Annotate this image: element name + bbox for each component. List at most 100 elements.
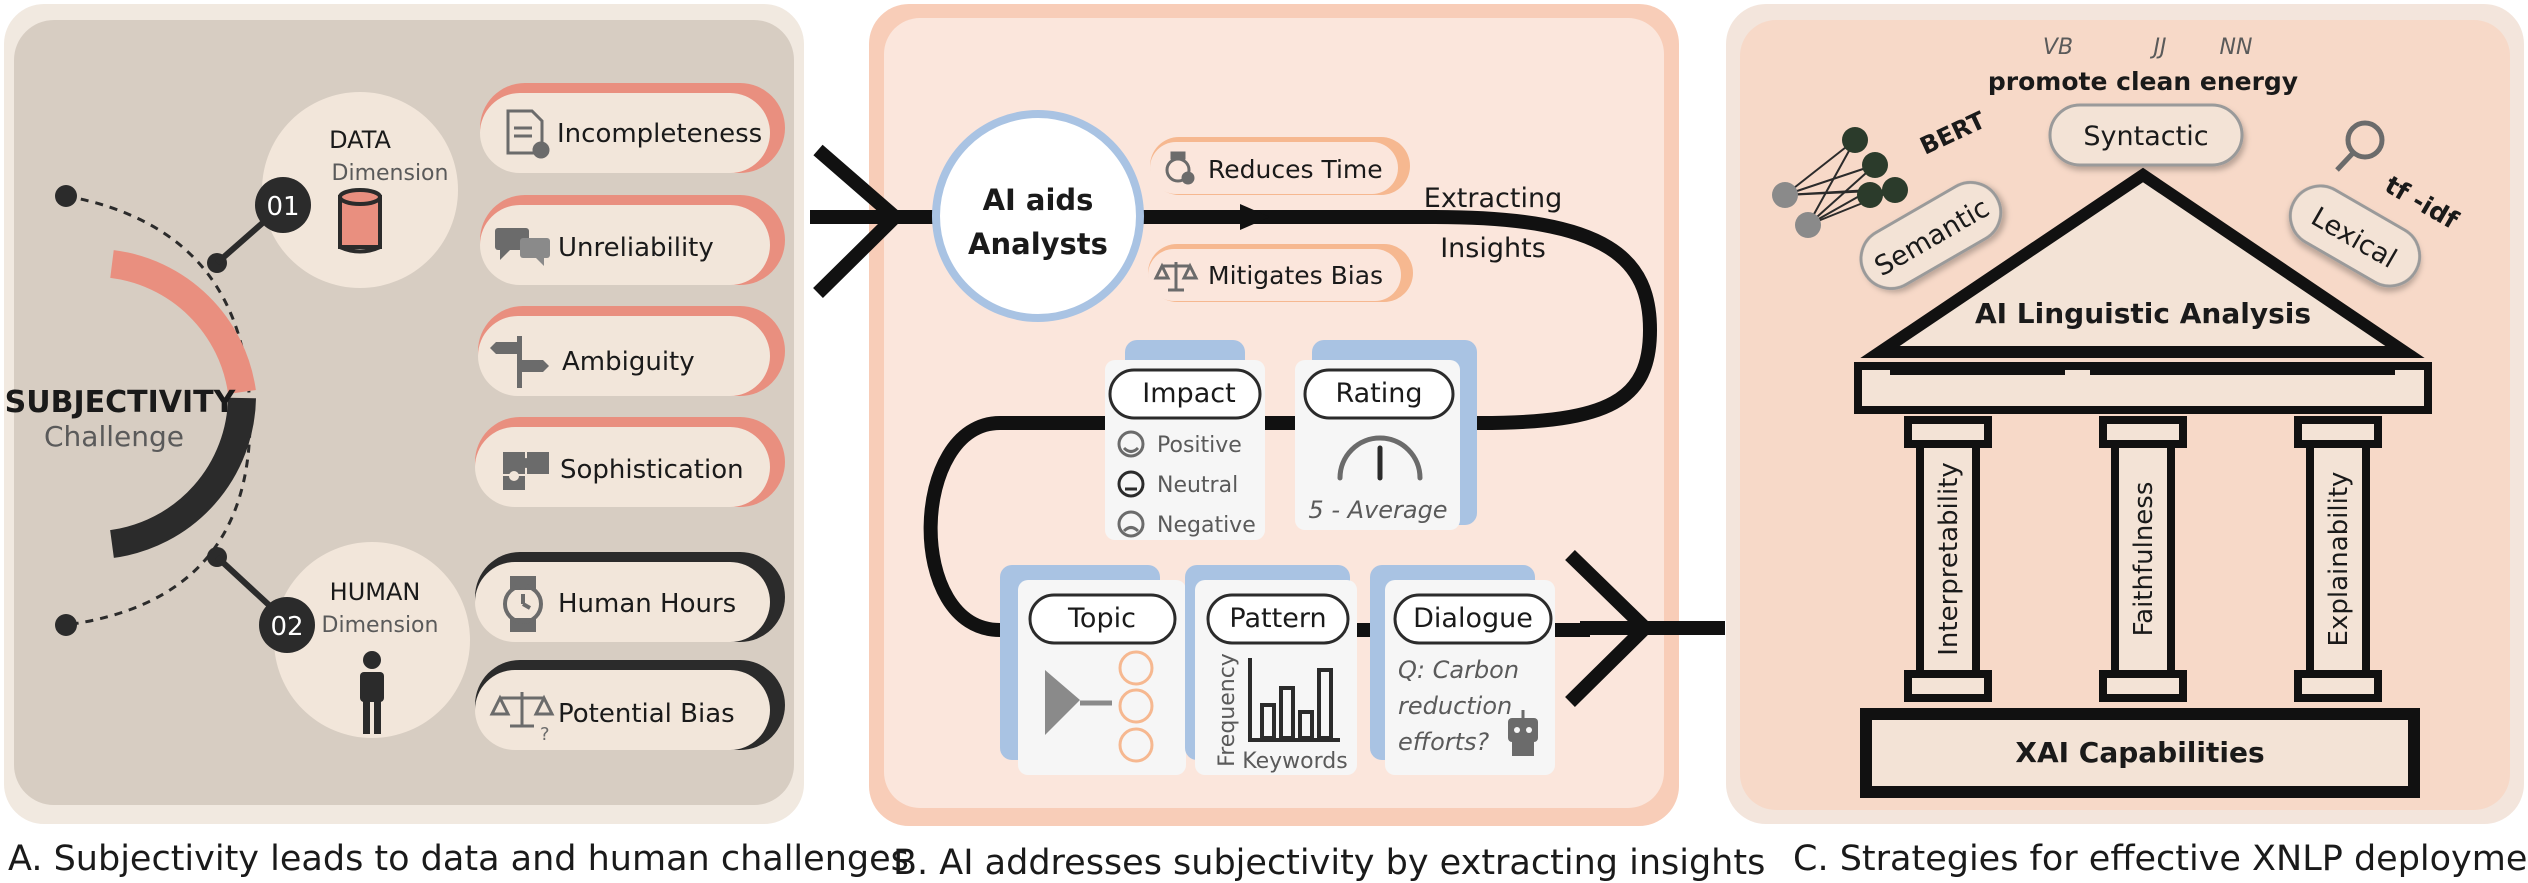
pill-ambiguity: Ambiguity [478,306,785,396]
syntactic-label: Syntactic [2083,121,2208,152]
hub-line1: AI aids [983,183,1094,217]
syntactic-pill [2048,103,2244,167]
temple-roof: AI Linguistic Analysis [1860,167,2425,358]
subjectivity-ring-bottom [109,397,256,558]
mitigates-bias-label: Mitigates Bias [1208,261,1383,290]
pattern-title: Pattern [1229,603,1326,634]
pos-tag-jj: JJ [2150,35,2167,60]
pos-tag-vb: VB [2043,35,2073,60]
pattern-card: Pattern Keywords Frequency [1185,565,1357,775]
human-dimension-badge [259,597,315,653]
watch-icon [503,576,543,632]
hub-line2: Analysts [968,227,1108,261]
pillar-explainability: Explainability [2294,416,2382,702]
flow-arrowhead-mid [1240,204,1270,230]
panel-b: AI aids Analysts Reduces Time Mitigates … [810,4,1725,826]
unreliability-label: Unreliability [558,233,714,263]
impact-negative: Negative [1157,513,1256,538]
rating-title: Rating [1335,378,1422,409]
subjectivity-title: SUBJECTIVITY [5,385,237,420]
temple-base [1860,708,2420,798]
dialogue-line3: efforts? [1398,728,1490,756]
faithfulness-label: Faithfulness [2129,482,2159,637]
robot-icon [1508,710,1538,756]
benefit-mitigates-bias: Mitigates Bias [1148,244,1413,302]
subjectivity-ring-top [110,250,256,395]
dialogue-line2: reduction [1398,692,1512,720]
flow-label-line1: Extracting [1424,183,1562,214]
data-dimension-number: 01 [266,192,299,222]
topic-card: Topic [1000,565,1186,775]
dialogue-title: Dialogue [1413,603,1533,634]
incompleteness-label: Incompleteness [557,119,762,149]
puzzle-icon [503,452,549,490]
data-dimension-title: DATA [329,126,391,154]
dialogue-card: Dialogue Q: Carbon reduction efforts? [1370,565,1555,775]
gauge-icon [1337,435,1423,481]
magnifier-icon [2335,120,2385,172]
explainability-label: Explainability [2324,472,2354,647]
benefit-reduces-time: Reduces Time [1150,137,1410,195]
pillar-faithfulness: Faithfulness [2099,416,2187,702]
dialogue-line1: Q: Carbon [1398,656,1519,684]
rating-card: Rating 5 - Average [1295,340,1477,530]
neutral-face-icon [1117,470,1145,498]
bar-chart-icon [1248,658,1340,742]
insight-flow-path [923,210,1658,637]
svg-text:?: ? [540,724,550,745]
reduces-time-label: Reduces Time [1208,155,1383,184]
syntactic-phrase: promote clean energy [1988,67,2298,96]
chat-icon [495,228,550,266]
caption-b: B. AI addresses subjectivity by extracti… [893,843,1765,883]
impact-neutral: Neutral [1157,473,1238,498]
impact-positive: Positive [1157,433,1242,458]
sophistication-label: Sophistication [560,455,744,485]
subjectivity-subtitle: Challenge [44,420,184,453]
stopwatch-icon [1165,151,1195,185]
human-dimension-circle [274,542,470,738]
pill-human-hours: Human Hours [475,552,785,642]
panel-a: SUBJECTIVITY Challenge 01 DATA Dimension… [4,4,804,824]
pillar-interpretability: Interpretability [1904,416,1992,702]
human-hours-label: Human Hours [558,589,736,619]
positive-face-icon [1117,430,1145,458]
human-dimension-title: HUMAN [330,578,421,606]
potential-bias-label: Potential Bias [558,699,735,729]
pill-sophistication: Sophistication [475,417,785,507]
caption-a: A. Subjectivity leads to data and human … [8,839,909,879]
negative-face-icon [1117,510,1145,538]
human-dimension-subtitle: Dimension [322,613,439,638]
impact-card: Impact Positive Neutral Negative [1105,340,1265,540]
scales-icon: ? [489,692,555,745]
base-label: XAI Capabilities [2015,736,2264,769]
topic-title: Topic [1067,603,1136,634]
pill-potential-bias: ? Potential Bias [475,660,785,750]
neural-network-icon [1772,127,1908,238]
pill-unreliability: Unreliability [480,195,785,285]
roof-label: AI Linguistic Analysis [1975,297,2311,330]
pos-tag-nn: NN [2220,35,2253,60]
entry-arrow [810,144,935,298]
signpost-icon [490,336,549,388]
pill-incompleteness: Incompleteness [480,83,785,173]
flow-label-line2: Insights [1440,233,1546,264]
pattern-ylabel: Frequency [1215,653,1240,767]
funnel-icon [1045,670,1112,735]
caption-c: C. Strategies for effective XNLP deploym… [1793,839,2528,879]
ambiguity-label: Ambiguity [562,347,695,377]
interpretability-label: Interpretability [1934,462,1964,656]
data-dimension-badge [255,177,311,233]
pattern-xlabel: Keywords [1242,749,1347,774]
panel-c: VB JJ NN promote clean energy Syntactic … [1726,4,2524,824]
human-dimension-number: 02 [270,612,303,642]
impact-title: Impact [1142,378,1235,409]
data-dimension-subtitle: Dimension [332,161,449,186]
ai-hub-circle [932,110,1144,322]
document-icon [506,109,550,159]
person-icon [360,651,384,734]
rating-value: 5 - Average [1308,496,1447,524]
database-icon [338,188,382,254]
topic-category-icons [1118,650,1154,763]
balance-icon [1153,262,1199,292]
